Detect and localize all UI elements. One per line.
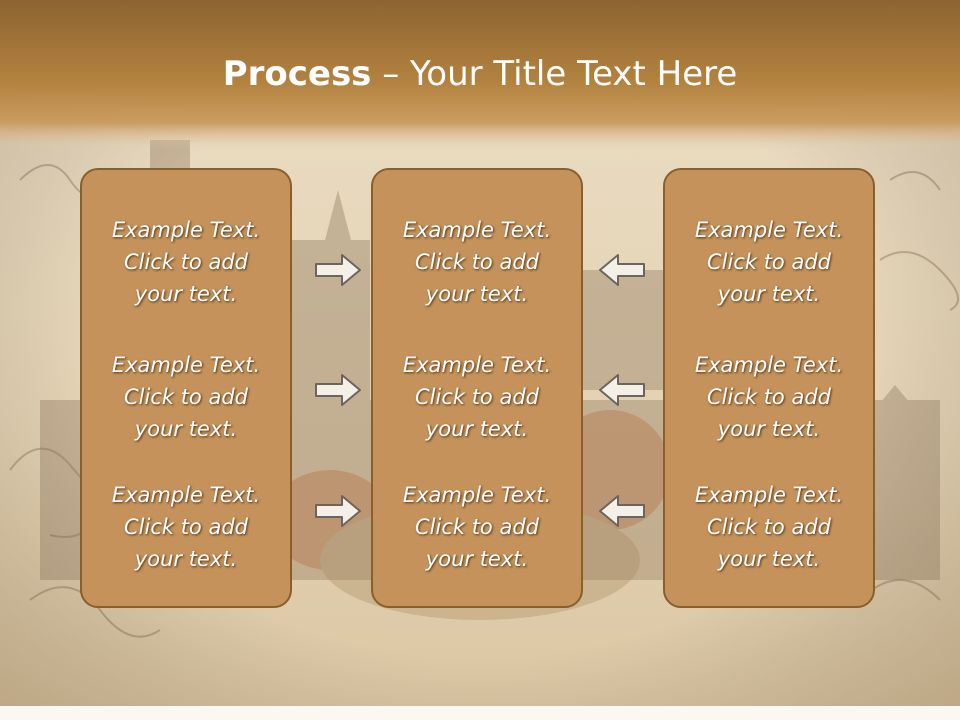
text-line: your text. <box>134 417 238 441</box>
arrow-right-icon[interactable] <box>314 253 362 287</box>
text-line: your text. <box>717 417 821 441</box>
text-line: Example Text. <box>694 218 844 242</box>
text-line: Click to add <box>123 515 248 539</box>
box-text-block[interactable]: Example Text. Click to add your text. <box>82 214 290 310</box>
process-box-center[interactable]: Example Text. Click to add your text. Ex… <box>371 168 583 608</box>
text-line: Click to add <box>706 515 831 539</box>
text-line: Example Text. <box>111 218 261 242</box>
text-line: Click to add <box>706 385 831 409</box>
bottom-edge <box>0 706 960 720</box>
box-text-block[interactable]: Example Text. Click to add your text. <box>373 349 581 445</box>
text-line: your text. <box>134 282 238 306</box>
text-line: Click to add <box>414 250 539 274</box>
title-bar <box>0 0 960 150</box>
text-line: your text. <box>425 417 529 441</box>
page-title[interactable]: Process – Your Title Text Here <box>0 54 960 94</box>
box-text-block[interactable]: Example Text. Click to add your text. <box>82 349 290 445</box>
box-text-block[interactable]: Example Text. Click to add your text. <box>373 479 581 575</box>
arrow-right-icon[interactable] <box>314 494 362 528</box>
text-line: your text. <box>134 547 238 571</box>
text-line: your text. <box>717 547 821 571</box>
text-line: Click to add <box>414 385 539 409</box>
process-box-left[interactable]: Example Text. Click to add your text. Ex… <box>80 168 292 608</box>
box-text-block[interactable]: Example Text. Click to add your text. <box>665 214 873 310</box>
text-line: Example Text. <box>111 483 261 507</box>
text-line: Click to add <box>123 385 248 409</box>
arrow-right-icon[interactable] <box>314 373 362 407</box>
text-line: Click to add <box>706 250 831 274</box>
title-bold: Process <box>222 54 372 94</box>
arrow-left-icon[interactable] <box>598 253 646 287</box>
text-line: Click to add <box>414 515 539 539</box>
text-line: Click to add <box>123 250 248 274</box>
text-line: your text. <box>717 282 821 306</box>
arrow-left-icon[interactable] <box>598 373 646 407</box>
text-line: Example Text. <box>402 483 552 507</box>
text-line: Example Text. <box>694 353 844 377</box>
text-line: Example Text. <box>402 218 552 242</box>
text-line: Example Text. <box>402 353 552 377</box>
process-box-right[interactable]: Example Text. Click to add your text. Ex… <box>663 168 875 608</box>
box-text-block[interactable]: Example Text. Click to add your text. <box>82 479 290 575</box>
box-text-block[interactable]: Example Text. Click to add your text. <box>665 349 873 445</box>
text-line: Example Text. <box>694 483 844 507</box>
text-line: your text. <box>425 547 529 571</box>
title-rest: – Your Title Text Here <box>371 54 738 94</box>
box-text-block[interactable]: Example Text. Click to add your text. <box>373 214 581 310</box>
arrow-left-icon[interactable] <box>598 494 646 528</box>
box-text-block[interactable]: Example Text. Click to add your text. <box>665 479 873 575</box>
text-line: Example Text. <box>111 353 261 377</box>
text-line: your text. <box>425 282 529 306</box>
